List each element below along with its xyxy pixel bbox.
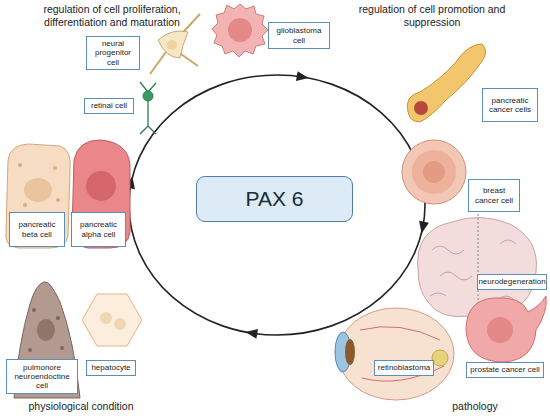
cell-label: pancreatic beta cell: [13, 220, 61, 238]
gene-box: PAX 6: [196, 176, 353, 222]
cell-label: neural progenitor cell: [90, 39, 136, 67]
cycle-ring: [129, 75, 425, 335]
pancreas-illustration: [407, 44, 485, 122]
cell-label-box: glioblastoma cell: [268, 22, 330, 49]
hepatocyte-illustration: [82, 294, 142, 346]
glioblastoma-illustration: [212, 4, 268, 57]
cell-label: neurodegeneration: [478, 277, 545, 286]
cell-label-box: pancreatic beta cell: [9, 212, 65, 247]
breast-cancer-illustration: [402, 140, 466, 204]
beta-cell-illustration: [6, 144, 71, 248]
section-heading: regulation of cell promotion and suppres…: [338, 3, 526, 28]
cell-label: hepatocyte: [91, 363, 130, 372]
alpha-cell-illustration: [72, 140, 130, 248]
cell-label-box: pancreatic cancer cells: [482, 88, 538, 122]
section-heading: physiological condition: [10, 400, 152, 413]
cell-label: retinal cell: [91, 101, 127, 110]
cell-label-box: neural progenitor cell: [86, 36, 140, 70]
cell-label: pulmonore neuroendoctine cell: [10, 363, 74, 391]
cycle-arrowhead: [296, 71, 309, 81]
cell-label-box: pulmonore neuroendoctine cell: [6, 359, 78, 394]
cell-label-box: prostate cancer cell: [466, 362, 544, 378]
cell-label-box: hepatocyte: [86, 360, 136, 376]
cell-label: prostate cancer cell: [470, 365, 539, 374]
cell-label-box: pancreatic alpha cell: [71, 212, 126, 247]
section-heading: pathology: [436, 400, 514, 413]
cell-label-box: retinal cell: [84, 98, 134, 114]
cycle-arrowhead: [419, 221, 429, 234]
eye-illustration: [335, 308, 454, 400]
cell-label-box: retinoblastoma: [374, 360, 434, 376]
cell-label: pancreatic alpha cell: [75, 220, 122, 238]
cycle-arrowhead: [245, 329, 258, 339]
cell-label: glioblastoma cell: [272, 26, 326, 44]
cell-label: pancreatic cancer cells: [486, 96, 534, 114]
cell-label: breast cancer cell: [472, 186, 516, 204]
cell-label-box: breast cancer cell: [468, 179, 520, 212]
prostate-cancer-illustration: [466, 296, 546, 362]
section-heading: regulation of cell proliferation, differ…: [18, 3, 206, 28]
gene-name: PAX 6: [246, 187, 304, 211]
cell-label: retinoblastoma: [378, 363, 430, 372]
retinal-cell-illustration: [140, 82, 156, 134]
cell-label-box: neurodegeneration: [477, 274, 547, 290]
